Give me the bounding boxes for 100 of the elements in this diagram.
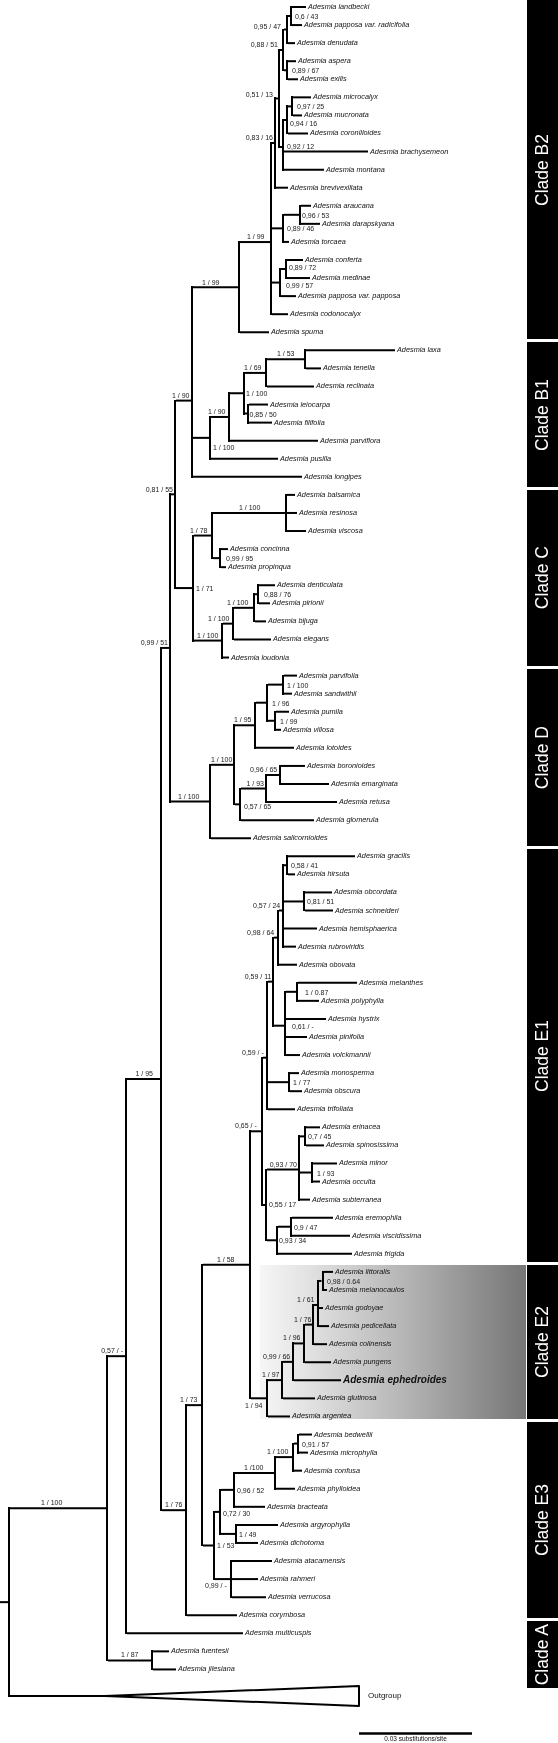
branch — [9, 1695, 106, 1697]
branch — [271, 313, 289, 316]
branch — [210, 457, 279, 460]
branch — [271, 227, 283, 230]
branch — [304, 1323, 313, 1326]
branch — [278, 909, 283, 912]
branch — [192, 475, 303, 478]
branch — [292, 96, 312, 99]
highlight-band — [260, 1265, 526, 1419]
branch — [275, 728, 282, 731]
branch — [283, 240, 290, 243]
branch — [267, 1081, 289, 1084]
branch — [186, 1404, 202, 1407]
branch — [0, 1601, 9, 1604]
branch — [280, 783, 330, 785]
branch — [285, 1036, 308, 1038]
branch — [212, 557, 220, 560]
branch — [212, 511, 286, 514]
branch — [192, 436, 210, 439]
branch — [292, 114, 303, 117]
branch — [280, 295, 297, 298]
branch — [291, 24, 303, 27]
branch — [234, 1505, 266, 1508]
branch — [283, 118, 287, 121]
branch — [275, 1487, 296, 1490]
clade-name: Clade B2 — [533, 133, 552, 206]
branch — [220, 566, 227, 569]
branch — [266, 1168, 299, 1171]
branch — [305, 349, 396, 352]
branch — [267, 1379, 282, 1382]
clade-bar — [527, 0, 558, 339]
branch — [298, 1451, 309, 1454]
branch — [313, 1343, 328, 1346]
clade-bar — [527, 669, 558, 846]
branch — [282, 1397, 316, 1400]
branch — [267, 1108, 296, 1111]
branch — [299, 1171, 312, 1174]
branch — [304, 891, 333, 894]
branch — [277, 1225, 291, 1228]
branch — [277, 1252, 353, 1255]
branch — [300, 204, 312, 207]
branch — [267, 683, 283, 686]
branch — [312, 1180, 321, 1183]
branch — [229, 392, 244, 395]
branch — [222, 656, 230, 659]
branch — [240, 819, 315, 822]
branch — [214, 1510, 220, 1513]
branch — [287, 15, 291, 18]
branch — [152, 1668, 177, 1671]
branch — [293, 1469, 303, 1472]
branch — [297, 981, 358, 984]
branch — [175, 399, 192, 402]
branch — [220, 1532, 236, 1535]
branch — [280, 764, 306, 767]
branch — [273, 1024, 285, 1027]
branch — [234, 724, 255, 727]
branch — [297, 999, 320, 1002]
branch — [267, 980, 273, 983]
branch — [266, 801, 338, 804]
branch — [275, 1456, 293, 1459]
branch — [287, 60, 297, 63]
branch — [244, 412, 248, 415]
branch — [285, 1054, 301, 1057]
branch — [248, 421, 273, 424]
branch — [275, 710, 290, 713]
clade-name: Clade E3 — [533, 1484, 552, 1556]
branch — [287, 873, 296, 876]
branch — [255, 746, 295, 749]
branch — [234, 1471, 275, 1474]
branch — [236, 1523, 279, 1526]
branch — [287, 132, 309, 135]
branch — [299, 1198, 311, 1201]
branch — [283, 945, 297, 948]
branch — [283, 168, 325, 171]
branch — [244, 371, 266, 374]
collapsed-clade-triangle — [105, 1686, 359, 1706]
branch — [250, 1397, 267, 1400]
clade-name: Clade E2 — [533, 1306, 552, 1378]
branch — [9, 1507, 107, 1510]
branch — [305, 1144, 325, 1147]
branch — [289, 1090, 303, 1093]
branch — [107, 1355, 126, 1358]
branch — [126, 1632, 244, 1635]
clade-bar — [527, 1265, 558, 1419]
branch — [283, 864, 287, 867]
branch — [271, 281, 280, 284]
branch — [210, 763, 234, 766]
branch — [220, 1488, 234, 1491]
branch — [289, 1072, 300, 1075]
branch — [282, 1360, 293, 1363]
branch — [287, 855, 356, 858]
branch — [287, 105, 292, 108]
branch — [293, 1379, 342, 1382]
branch — [254, 620, 267, 623]
branch — [186, 1614, 238, 1617]
branch — [239, 241, 271, 244]
branch — [254, 593, 258, 596]
clade-bar — [527, 490, 558, 666]
branch — [210, 415, 229, 418]
branch — [161, 1509, 186, 1512]
